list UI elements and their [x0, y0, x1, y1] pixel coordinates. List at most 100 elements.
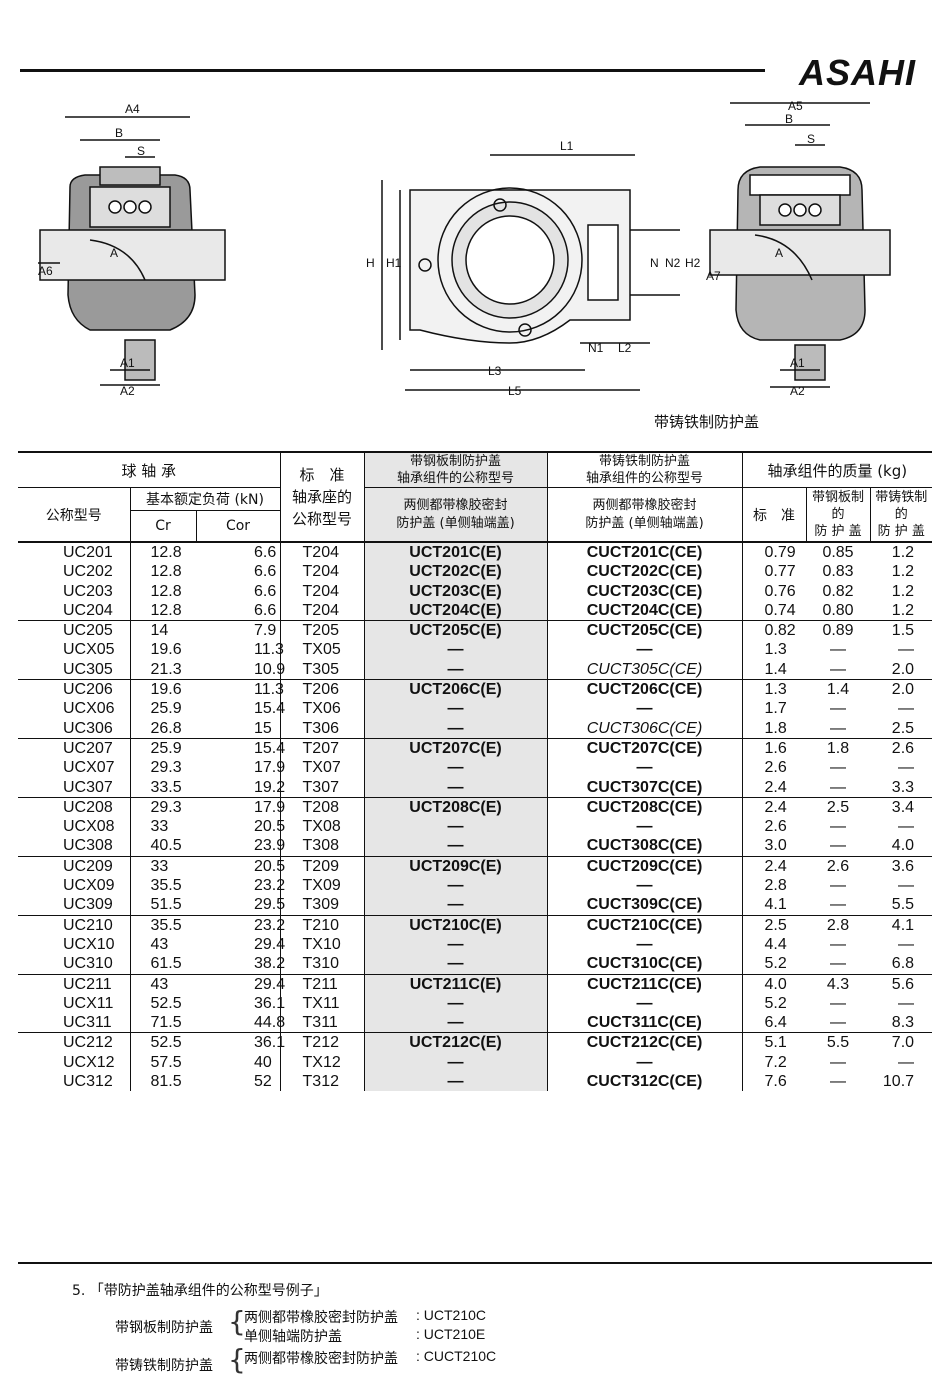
steel-cover-no: UCT212C(E) [409, 1034, 502, 1052]
header-mass-cast-line3: 防 护 盖 [877, 524, 925, 539]
brace-steel: { [228, 1305, 246, 1338]
bearing-no: UC202 [63, 563, 113, 581]
dim-label-l2: L2 [618, 341, 632, 355]
header-mass: 轴承组件的质量 (kg) [741, 451, 933, 488]
cr-value: 43 [150, 975, 169, 993]
mass-standard: 1.6 [764, 739, 787, 757]
steel-cover-no: — [447, 994, 464, 1012]
mass-cast: 2.0 [891, 681, 915, 699]
mass-steel: — [830, 837, 847, 855]
example-steel-single: 单侧轴端防护盖 [244, 1329, 342, 1345]
housing-no: TX10 [302, 935, 341, 953]
dim-label-a6: A6 [38, 264, 53, 278]
header-rated-load: 基本额定负荷 (kN) [129, 487, 281, 511]
mass-steel: 0.80 [822, 601, 854, 619]
mass-steel: — [830, 877, 847, 895]
mass-steel: 4.3 [826, 975, 850, 993]
header-seal-steel: 两侧都带橡胶密封 防护盖 (单侧轴端盖) [363, 487, 548, 543]
cr-value: 52.5 [150, 1034, 182, 1052]
example-steel-both-code: : UCT210C [416, 1307, 487, 1323]
bearing-no: UC204 [63, 601, 113, 619]
mass-steel: 1.8 [826, 739, 850, 757]
mass-steel: 2.6 [826, 857, 850, 875]
header-seal-steel-line2: 防护盖 (单侧轴端盖) [396, 515, 515, 531]
header-cast-cover: 带铸铁制防护盖 轴承组件的公称型号 [546, 451, 743, 488]
mass-cast: 1.2 [891, 544, 915, 561]
table-bottom-rule [18, 1262, 932, 1264]
mass-steel: — [830, 1073, 847, 1091]
cr-value: 61.5 [150, 955, 182, 973]
dim-label-s: S [807, 132, 815, 146]
cor-value: 23.9 [254, 837, 286, 855]
header-steel-cover: 带钢板制防护盖 轴承组件的公称型号 [363, 451, 548, 488]
steel-cover-no: UCT211C(E) [409, 975, 502, 993]
cast-cover-no: CUCT202C(CE) [586, 563, 703, 581]
cr-value: 33 [150, 857, 169, 875]
cor-value: 38.2 [254, 955, 286, 973]
housing-no: T312 [302, 1073, 339, 1091]
steel-cover-no: UCT201C(E) [409, 544, 502, 561]
header-mass-standard: 标 准 [741, 487, 807, 543]
cast-cover-no: — [636, 994, 653, 1012]
bearing-no: UC212 [63, 1034, 113, 1052]
mass-cast: — [898, 994, 915, 1012]
mass-cast-cell: 5.6—8.3 [870, 973, 933, 1033]
cor-value: 29.4 [254, 975, 286, 993]
cast-cover-no: CUCT210C(CE) [586, 916, 703, 934]
cast-cover-no: CUCT203C(CE) [586, 582, 703, 600]
mass-cast: — [898, 759, 915, 777]
bearing-no: UC211 [63, 975, 112, 993]
mass-standard: 2.6 [764, 759, 787, 777]
cr-value: 12.8 [150, 544, 182, 561]
mass-cast-cell: 3.6—5.5 [870, 855, 933, 916]
mass-cast: 1.2 [891, 601, 915, 619]
example-steel-label: 带钢板制防护盖 [115, 1320, 213, 1336]
cast-cover-no-cell: CUCT211C(CE)—CUCT311C(CE) [546, 973, 743, 1033]
dim-label-a: A [110, 246, 118, 260]
housing-no: T311 [302, 1014, 338, 1032]
housing-no: T212 [302, 1034, 339, 1052]
mass-steel: 0.89 [822, 622, 854, 640]
header-cast-line1: 带铸铁制防护盖 [599, 454, 691, 469]
cast-cover-no: — [636, 1053, 653, 1071]
cast-cover-no-cell: CUCT212C(CE)—CUCT312C(CE) [546, 1032, 743, 1092]
mass-steel: 0.82 [822, 582, 854, 600]
dim-label-l3: L3 [488, 364, 502, 378]
mass-cast: 3.3 [891, 778, 915, 796]
steel-cover-no: — [447, 877, 464, 895]
mass-standard: 5.1 [764, 1034, 787, 1052]
cast-cover-no: — [636, 700, 653, 718]
steel-cover-no: — [447, 719, 464, 737]
mass-standard: 2.6 [764, 818, 787, 836]
bearing-no: UCX10 [63, 935, 115, 953]
mass-standard: 2.4 [764, 798, 787, 816]
header-mass-cast-line2: 的 [894, 507, 908, 522]
cast-cover-no: CUCT204C(CE) [586, 601, 703, 619]
mass-steel-cell: 2.5—— [806, 796, 871, 857]
cor-value: 23.2 [254, 877, 286, 895]
mass-steel: 2.5 [826, 798, 850, 816]
drawing-caption: 带铸铁制防护盖 [654, 413, 760, 431]
cor-value: 17.9 [254, 798, 286, 816]
bearing-no: UCX12 [63, 1053, 115, 1071]
cr-value: 12.8 [150, 582, 182, 600]
header-std-line1: 标 准 [299, 466, 345, 484]
bearing-no: UC310 [63, 955, 113, 973]
mass-standard: 4.0 [764, 975, 787, 993]
bearing-no: UCX05 [63, 641, 115, 659]
housing-no: T211 [302, 975, 338, 993]
